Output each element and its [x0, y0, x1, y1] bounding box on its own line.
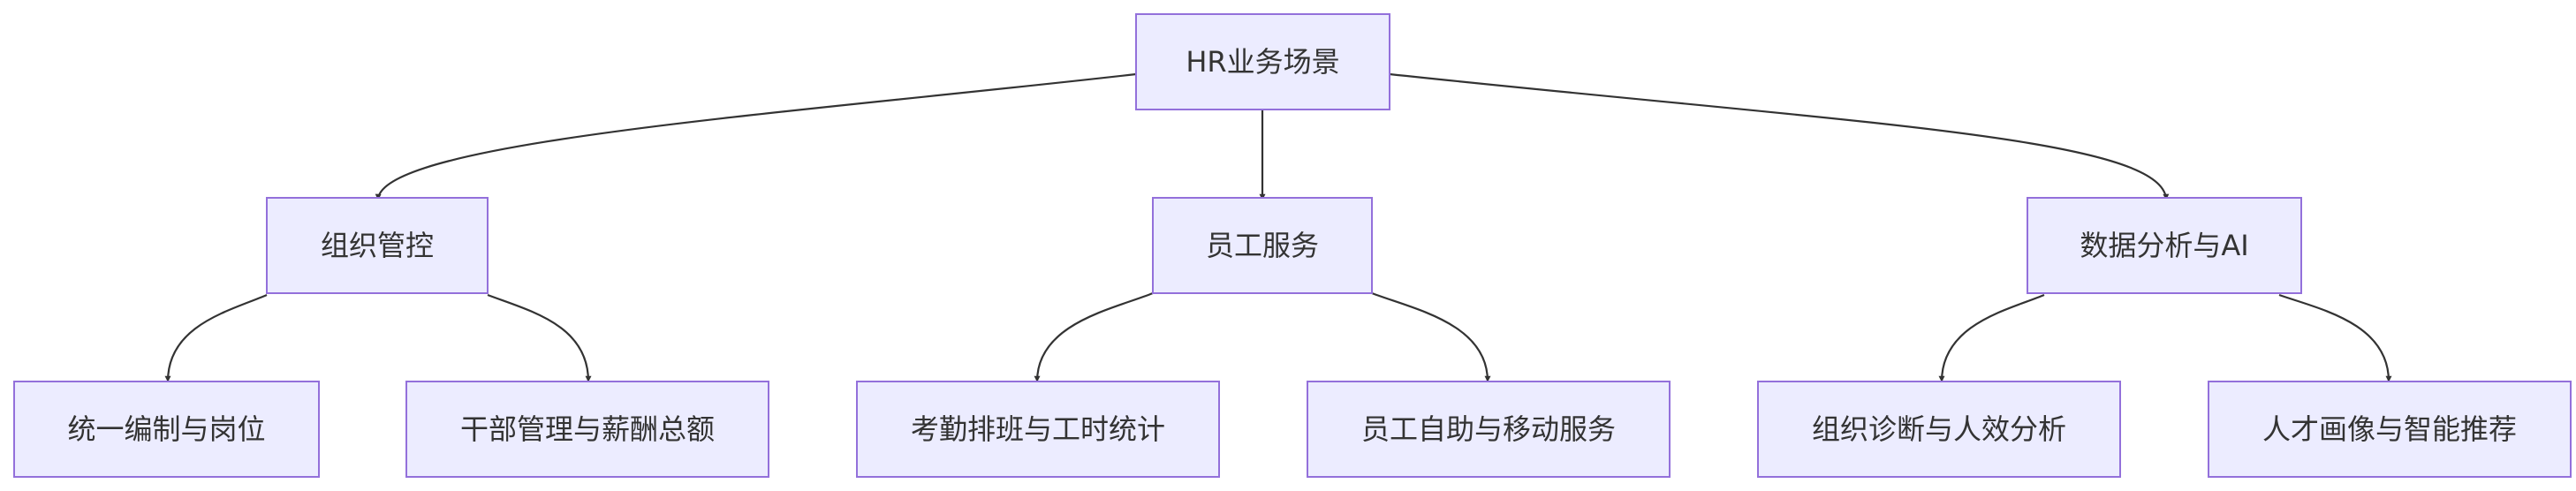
node-emp_1-label: 考勤排班与工时统计	[911, 412, 1165, 446]
node-emp-label: 员工服务	[1206, 229, 1319, 262]
edge-org-org_2	[487, 293, 592, 382]
node-data_2: 人才画像与智能推荐	[2208, 381, 2572, 478]
edge-org-org_1	[164, 293, 268, 382]
edge-data-data_2	[2278, 293, 2392, 382]
edge-emp-emp_2	[1371, 291, 1491, 382]
node-data_1: 组织诊断与人效分析	[1757, 381, 2121, 478]
node-org-label: 组织管控	[321, 229, 434, 262]
nodes: HR业务场景 组织管控 员工服务 数据分析与AI 统一编制与岗位 干部管理与薪酬…	[13, 13, 2572, 478]
node-emp_2-label: 员工自助与移动服务	[1361, 412, 1616, 446]
node-emp_2: 员工自助与移动服务	[1307, 381, 1671, 478]
edge-root-data	[1389, 72, 2170, 200]
edge-emp-emp_1	[1034, 291, 1154, 382]
node-data: 数据分析与AI	[2027, 197, 2302, 294]
node-root-label: HR业务场景	[1186, 45, 1339, 79]
node-org_1: 统一编制与岗位	[13, 381, 320, 478]
edge-root-org	[375, 72, 1137, 200]
node-org_1-label: 统一编制与岗位	[67, 412, 265, 446]
edge-data-data_1	[1938, 293, 2045, 382]
node-root: HR业务场景	[1135, 13, 1390, 110]
node-emp: 员工服务	[1152, 197, 1373, 294]
node-data_1-label: 组织诊断与人效分析	[1812, 412, 2066, 446]
node-org_2: 干部管理与薪酬总额	[405, 381, 769, 478]
edges	[164, 72, 2392, 382]
node-data-label: 数据分析与AI	[2080, 229, 2248, 262]
node-org_2-label: 干部管理与薪酬总额	[460, 412, 715, 446]
node-data_2-label: 人才画像与智能推荐	[2262, 412, 2517, 446]
node-org: 组织管控	[266, 197, 489, 294]
node-emp_1: 考勤排班与工时统计	[856, 381, 1220, 478]
